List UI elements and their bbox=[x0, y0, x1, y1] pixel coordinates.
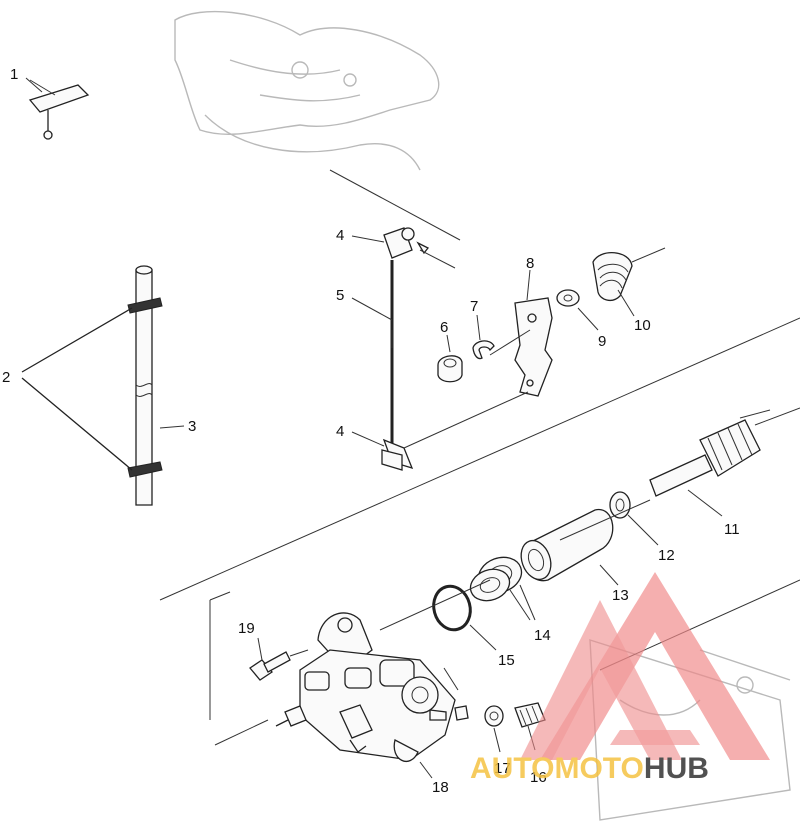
part-3-hose bbox=[135, 265, 153, 506]
callout-4-top: 4 bbox=[336, 227, 344, 244]
svg-text:AUTOMOTOHUB: AUTOMOTOHUB bbox=[470, 752, 709, 785]
callout-9: 9 bbox=[598, 333, 606, 350]
callout-14: 14 bbox=[534, 627, 551, 644]
part-16-fitting bbox=[514, 702, 546, 728]
watermark-triangle-logo bbox=[540, 572, 770, 760]
part-17-washer bbox=[484, 705, 504, 727]
callout-11: 11 bbox=[724, 521, 740, 538]
callout-16: 16 bbox=[530, 769, 547, 786]
callout-7: 7 bbox=[470, 298, 478, 315]
part-5-control-rod bbox=[381, 227, 456, 471]
part-1-fitting bbox=[28, 79, 90, 140]
reference-lines bbox=[159, 317, 800, 720]
callout-10: 10 bbox=[634, 317, 651, 334]
part-13-sleeve bbox=[520, 509, 614, 582]
callout-4-bottom: 4 bbox=[336, 423, 344, 440]
part-15-o-ring bbox=[432, 584, 472, 632]
part-19-bolt bbox=[249, 649, 309, 681]
part-14-seals bbox=[469, 556, 523, 602]
callout-1: 1 bbox=[10, 66, 18, 83]
automotohub-watermark: AUTOMOTOHUB bbox=[470, 572, 770, 785]
callout-12: 12 bbox=[658, 547, 675, 564]
watermark-auto: AUTO bbox=[470, 752, 554, 785]
callout-2: 2 bbox=[2, 369, 10, 386]
part-18-oil-pump bbox=[214, 579, 491, 763]
lever-assembly bbox=[403, 247, 666, 449]
leader-lines bbox=[25, 77, 723, 779]
part-11-drive-shaft bbox=[649, 407, 800, 497]
callout-18: 18 bbox=[432, 779, 449, 796]
callout-8: 8 bbox=[526, 255, 534, 272]
callout-labels: 1 2 3 4 5 4 6 7 8 9 10 11 12 13 14 15 16… bbox=[2, 66, 740, 796]
callout-19: 19 bbox=[238, 620, 255, 637]
part-2-clamps bbox=[21, 297, 163, 478]
part-12-washer bbox=[609, 491, 631, 519]
callout-15: 15 bbox=[498, 652, 515, 669]
engine-background-sketch bbox=[174, 10, 461, 241]
watermark-hub: HUB bbox=[644, 752, 709, 785]
watermark-moto: MOTO bbox=[554, 752, 643, 785]
callout-3: 3 bbox=[188, 418, 196, 435]
callout-6: 6 bbox=[440, 319, 448, 336]
callout-17: 17 bbox=[494, 760, 511, 777]
callout-13: 13 bbox=[612, 587, 629, 604]
callout-5: 5 bbox=[336, 287, 344, 304]
